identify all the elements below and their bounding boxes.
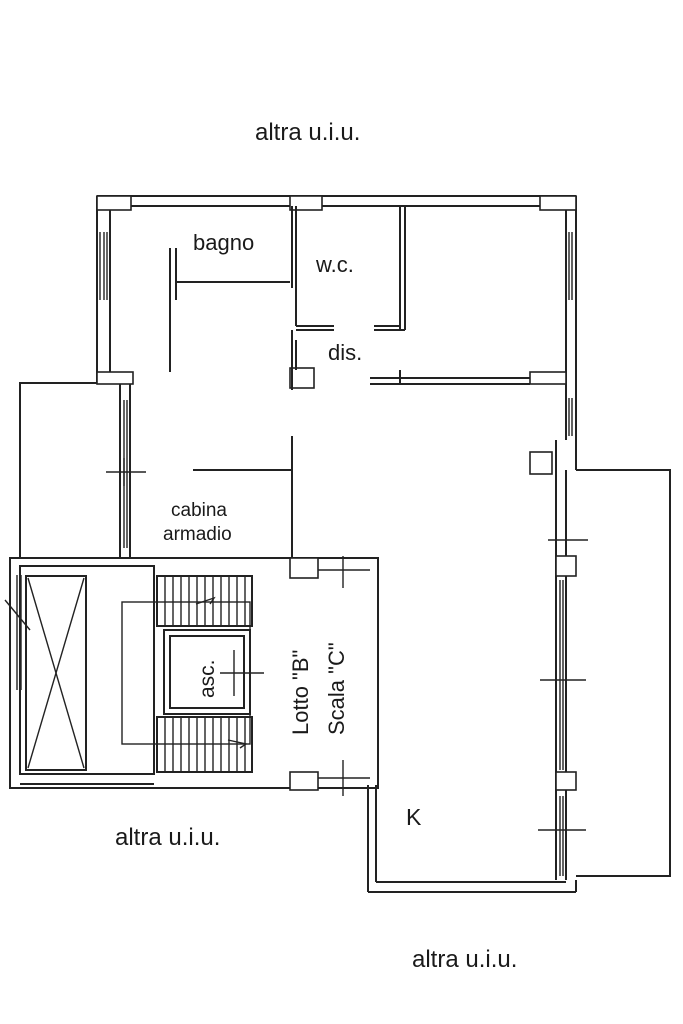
- label-neighbor-left-bottom: altra u.i.u.: [115, 824, 220, 851]
- label-closet-line2: armadio: [163, 524, 232, 545]
- label-hallway: dis.: [328, 340, 362, 365]
- balcony-left: [19, 382, 146, 558]
- label-stair: Scala "C": [324, 642, 349, 735]
- outer-walls: [96, 195, 577, 893]
- stair-core: [4, 556, 379, 796]
- label-kitchen: K: [406, 804, 422, 830]
- interior-walls: [169, 206, 530, 568]
- label-neighbor-right-bottom: altra u.i.u.: [412, 946, 517, 973]
- label-neighbor-top: altra u.i.u.: [255, 119, 360, 146]
- label-elevator: asc.: [196, 659, 219, 698]
- label-wc: w.c.: [315, 252, 354, 277]
- balcony-right: [538, 469, 671, 877]
- label-closet-line1: cabina: [171, 500, 227, 521]
- corner-pillars: [96, 195, 577, 791]
- label-bathroom: bagno: [193, 230, 254, 255]
- label-lot: Lotto "B": [288, 650, 313, 735]
